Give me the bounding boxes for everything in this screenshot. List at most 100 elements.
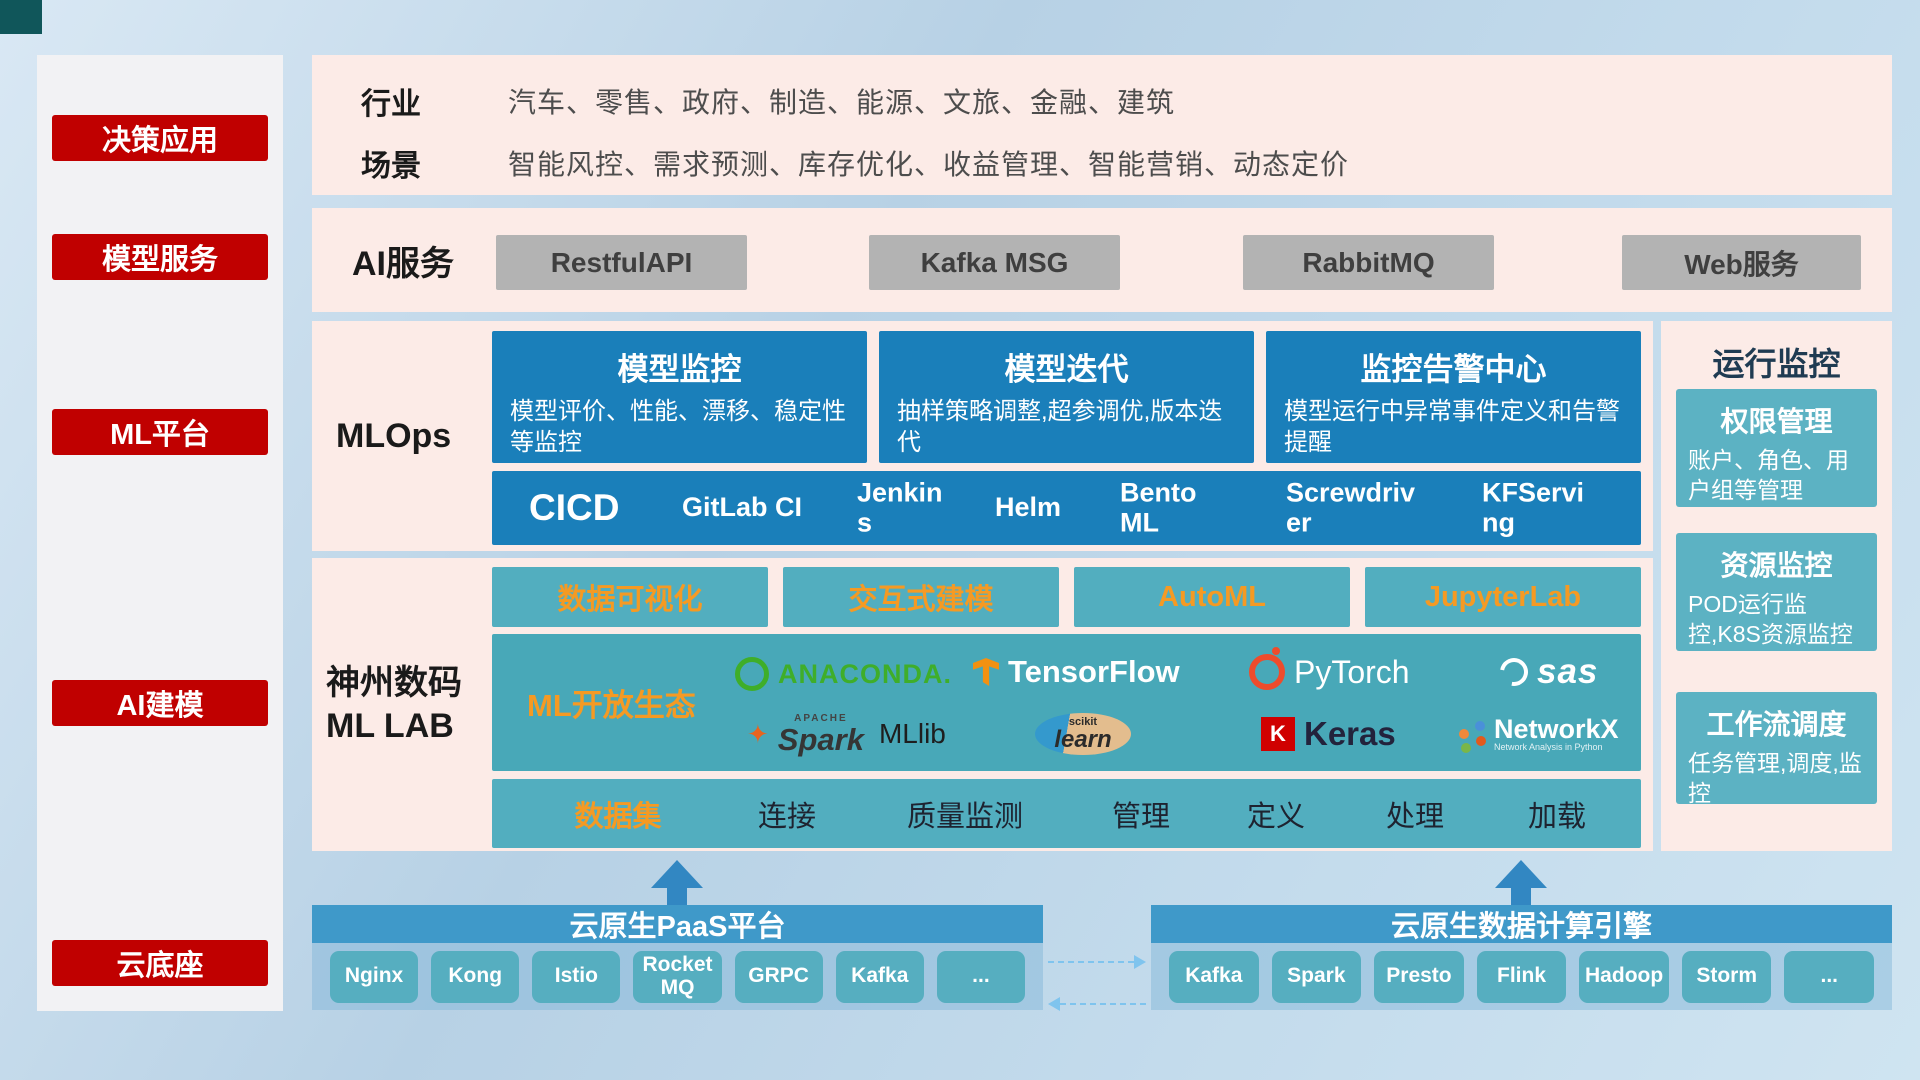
tensorflow-icon: [973, 658, 999, 686]
networkx-subtitle: Network Analysis in Python: [1494, 742, 1603, 753]
corner-mark: [0, 0, 42, 34]
scikit-learn-logo: scikit learn: [1035, 710, 1131, 758]
card-desc: 模型运行中异常事件定义和告警提醒: [1284, 398, 1620, 457]
sas-wordmark: sas: [1537, 652, 1599, 691]
workflow-card: 工作流调度 任务管理,调度,监控: [1676, 692, 1877, 806]
industry-label: 行业: [361, 88, 421, 121]
anaconda-wordmark: ANACONDA.: [778, 658, 952, 689]
sas-icon: [1494, 652, 1534, 692]
scene-label: 场景: [361, 150, 421, 183]
dataset-item-connect: 连接: [757, 800, 817, 833]
mllab-title-line1: 神州数码: [326, 664, 462, 702]
engine-presto: Presto: [1374, 950, 1464, 1003]
ecosystem-label: ML开放生态: [527, 688, 696, 723]
ai-service-label: AI服务: [352, 244, 454, 283]
service-kafka-msg-button: Kafka MSG: [869, 235, 1120, 290]
networkx-word: NetworkX: [1494, 714, 1619, 745]
tool-bentoml: BentoML: [1120, 477, 1197, 537]
sas-logo: sas: [1494, 648, 1599, 696]
dashed-arrow-right-line: [1048, 961, 1134, 963]
engine-more: ...: [1784, 950, 1875, 1003]
sidebar-item-ai-modeling: AI建模: [52, 680, 268, 726]
keras-icon: K: [1261, 717, 1295, 751]
mlops-cards: 模型监控 模型评价、性能、漂移、稳定性等监控 模型迭代 抽样策略调整,超参调优,…: [492, 331, 1641, 463]
tool-kfserving: KFServing: [1482, 477, 1585, 537]
tool-data-visualization: 数据可视化: [492, 567, 768, 627]
learn-label: learn: [1054, 725, 1112, 753]
card-title: 模型监控: [617, 352, 742, 387]
service-rabbitmq-button: RabbitMQ: [1243, 235, 1494, 290]
sidebar-item-decision-app: 决策应用: [52, 115, 268, 161]
spark-word: Spark: [777, 721, 864, 757]
paas-more: ...: [936, 950, 1025, 1003]
tensorflow-logo: TensorFlow: [973, 648, 1180, 696]
dataset-item-quality: 质量监测: [906, 800, 1024, 833]
industry-list: 汽车、零售、政府、制造、能源、文旅、金融、建筑: [508, 87, 1176, 118]
paas-rocketmq: RocketMQ: [633, 950, 722, 1003]
engine-header: 云原生数据计算引擎: [1151, 905, 1892, 943]
engine-flink: Flink: [1476, 950, 1567, 1003]
paas-kafka: Kafka: [835, 950, 924, 1003]
tool-interactive-modeling: 交互式建模: [783, 567, 1059, 627]
keras-logo: K Keras: [1261, 710, 1396, 758]
scene-list: 智能风控、需求预测、库存优化、收益管理、智能营销、动态定价: [508, 149, 1350, 180]
monitor-title: 运行监控: [1712, 346, 1841, 382]
paas-nginx: Nginx: [330, 950, 419, 1003]
spark-mllib-logo: ✦ APACHE Spark MLlib: [747, 710, 946, 758]
tool-automl: AutoML: [1074, 567, 1350, 627]
mlops-label: MLOps: [336, 416, 452, 455]
engine-kafka: Kafka: [1169, 950, 1259, 1003]
mllab-panel: 神州数码 ML LAB 数据可视化 交互式建模 AutoML JupyterLa…: [312, 558, 1653, 851]
card-title: 权限管理: [1720, 406, 1833, 437]
sidebar-item-cloud-base: 云底座: [52, 940, 268, 986]
paas-header: 云原生PaaS平台: [312, 905, 1043, 943]
networkx-icon: [1457, 721, 1485, 747]
engine-storm: Storm: [1681, 950, 1772, 1003]
card-title: 工作流调度: [1706, 709, 1847, 740]
card-desc: 任务管理,调度,监控: [1688, 750, 1862, 806]
apache-label: APACHE: [794, 712, 848, 724]
up-arrow-engine-stem: [1511, 886, 1531, 906]
dataset-item-load: 加载: [1527, 800, 1587, 833]
paas-kong: Kong: [431, 950, 520, 1003]
mllab-tools: 数据可视化 交互式建模 AutoML JupyterLab: [492, 567, 1641, 627]
mllab-title-line2: ML LAB: [326, 706, 454, 745]
sidebar-item-ml-platform: ML平台: [52, 409, 268, 455]
dataset-item-process: 处理: [1385, 800, 1445, 833]
cicd-label: CICD: [529, 487, 620, 528]
dataset-bar: 数据集 连接 质量监测 管理 定义 处理 加载: [492, 779, 1641, 848]
engine-hadoop: Hadoop: [1579, 950, 1669, 1003]
anaconda-icon: [735, 657, 769, 691]
ml-ecosystem-box: ML开放生态 ANACONDA. TensorFlow PyTorch sas …: [492, 634, 1641, 771]
industry-scene-panel: 行业 汽车、零售、政府、制造、能源、文旅、金融、建筑 场景 智能风控、需求预测、…: [312, 55, 1892, 195]
tool-jupyterlab: JupyterLab: [1365, 567, 1641, 627]
pytorch-icon: [1249, 647, 1285, 690]
pytorch-logo: PyTorch: [1249, 647, 1410, 696]
scikit-learn-icon: scikit learn: [1035, 713, 1131, 755]
dashed-arrow-left-icon: [1048, 997, 1060, 1011]
tool-gitlab-ci: GitLab CI: [682, 492, 802, 523]
mllab-label: 神州数码 ML LAB: [326, 558, 486, 851]
paas-band: Nginx Kong Istio RocketMQ GRPC Kafka ...: [312, 943, 1043, 1010]
networkx-wordmark: NetworkX Network Analysis in Python: [1494, 715, 1619, 753]
pytorch-wordmark: PyTorch: [1294, 653, 1410, 690]
card-desc: 模型评价、性能、漂移、稳定性等监控: [510, 398, 846, 457]
engine-band: Kafka Spark Presto Flink Hadoop Storm ..…: [1151, 943, 1892, 1010]
networkx-logo: NetworkX Network Analysis in Python: [1457, 710, 1619, 758]
up-arrow-paas-stem: [667, 886, 687, 906]
service-web-button: Web服务: [1622, 235, 1861, 290]
ai-service-panel: AI服务 RestfulAPI Kafka MSG RabbitMQ Web服务: [312, 208, 1892, 312]
card-title: 监控告警中心: [1360, 352, 1547, 387]
tool-screwdriver: Screwdriver: [1286, 477, 1416, 537]
dataset-item-manage: 管理: [1111, 800, 1171, 833]
mlops-panel: MLOps 模型监控 模型评价、性能、漂移、稳定性等监控 模型迭代 抽样策略调整…: [312, 321, 1653, 551]
card-title: 模型迭代: [1004, 352, 1129, 387]
dashed-arrow-right-icon: [1134, 955, 1146, 969]
card-desc: POD运行监控,K8S资源监控: [1688, 591, 1853, 647]
tool-helm: Helm: [995, 492, 1062, 523]
anaconda-logo: ANACONDA.: [735, 650, 952, 698]
service-restfulapi-button: RestfulAPI: [496, 235, 747, 290]
tool-jenkins: Jenkins: [857, 477, 943, 537]
scikit-label: scikit: [1068, 715, 1098, 728]
